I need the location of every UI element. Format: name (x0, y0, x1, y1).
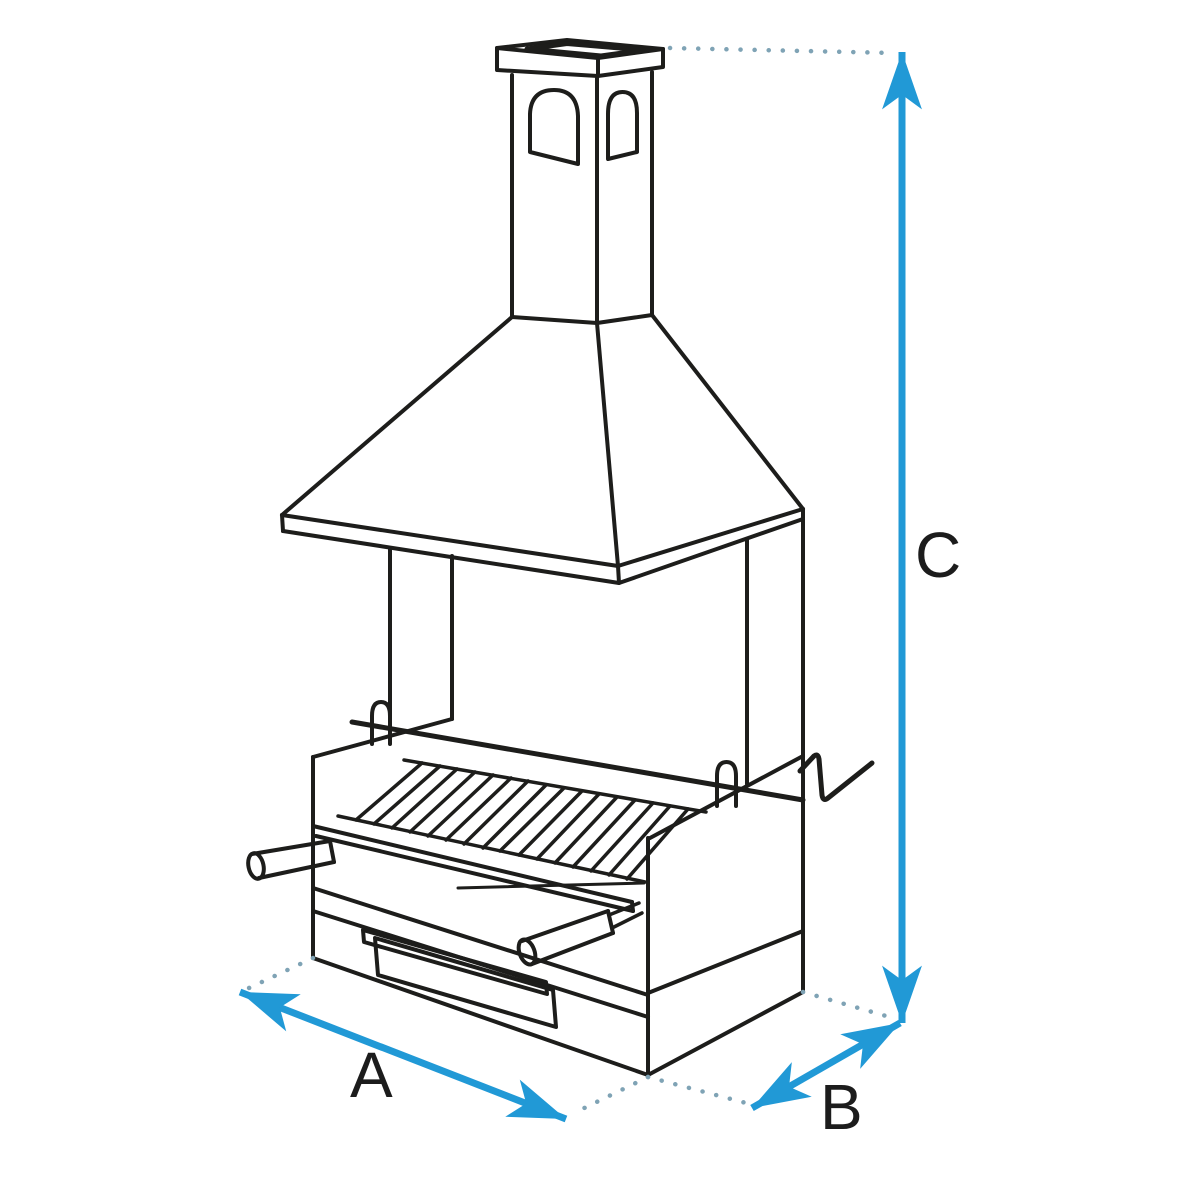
spit-rod-shape (349, 700, 875, 808)
dimension-label-c: C (915, 519, 961, 591)
leader-top (667, 45, 896, 56)
spit-hook-left (370, 700, 392, 746)
leader-dots (246, 45, 896, 1117)
chimney-cap-shape (495, 38, 665, 78)
dimension-label-a: A (350, 1039, 393, 1111)
leader-bottom-b (645, 1074, 749, 1106)
hood-shape (280, 313, 805, 585)
support-columns-shape (388, 517, 805, 994)
leader-bottom-right (800, 989, 896, 1021)
firebox-shape (311, 717, 805, 1077)
vent-window-right (606, 90, 639, 161)
dimension-arrow-b (750, 1019, 902, 1112)
grill-grate-shape (336, 758, 708, 884)
spit-crank (797, 752, 875, 802)
ash-drawer-shape (361, 928, 558, 1029)
spit-hook-right (715, 760, 738, 808)
chimney-stack-shape (510, 70, 654, 325)
leader-bottom-a (569, 1074, 651, 1117)
dimension-arrow-a (238, 988, 568, 1123)
vent-window-left (528, 88, 580, 166)
dimension-label-b: B (820, 1071, 863, 1143)
leader-bottom-left (246, 955, 316, 991)
grill-handle-right (516, 901, 644, 967)
grill-handle-left (246, 839, 336, 881)
